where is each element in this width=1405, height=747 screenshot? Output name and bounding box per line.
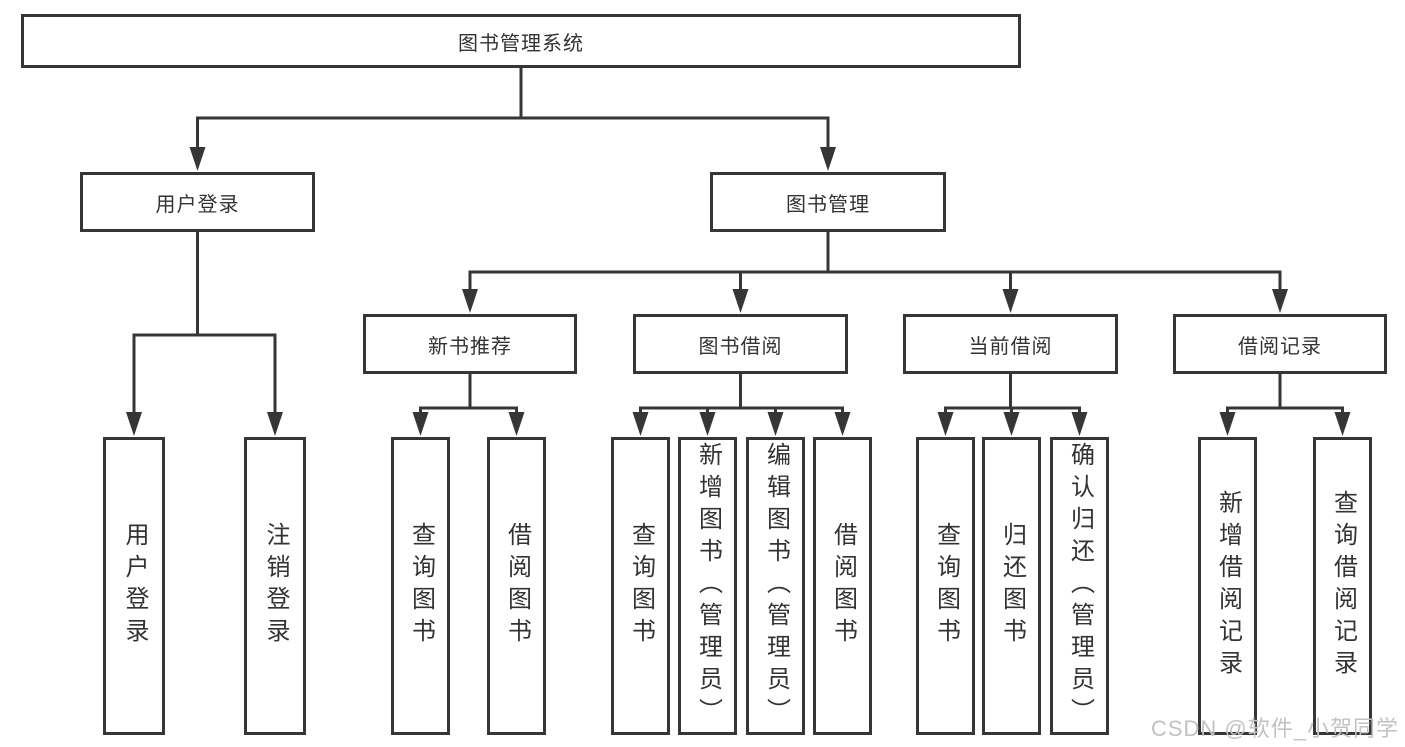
- leaf-borrow-books-recommend: 借阅图书: [487, 437, 546, 735]
- leaf-query-books-current-label: 查询图书: [932, 522, 960, 650]
- leaf-borrow-books-recommend-label: 借阅图书: [503, 522, 531, 650]
- node-root-label: 图书管理系统: [458, 32, 584, 55]
- leaf-query-books-borrowing-label: 查询图书: [627, 522, 655, 650]
- leaf-logout: 注销登录: [244, 437, 306, 735]
- leaf-query-books-recommend: 查询图书: [391, 437, 450, 735]
- node-current-borrowing: 当前借阅: [903, 314, 1118, 374]
- leaf-logout-label: 注销登录: [262, 522, 289, 650]
- leaf-confirm-return-admin-label: 确认归还（管理员）: [1066, 442, 1094, 730]
- node-root-system: 图书管理系统: [21, 14, 1021, 68]
- leaf-user-login-label: 用户登录: [121, 522, 148, 650]
- leaf-query-books-current: 查询图书: [916, 437, 975, 735]
- leaf-return-books: 归还图书: [982, 437, 1041, 735]
- node-book-borrowing-label: 图书借阅: [698, 335, 783, 358]
- csdn-watermark: CSDN @软件_小贺同学: [1150, 716, 1399, 741]
- node-book-borrowing: 图书借阅: [633, 314, 848, 374]
- leaf-confirm-return-admin: 确认归还（管理员）: [1050, 437, 1109, 735]
- node-current-borrowing-label: 当前借阅: [968, 335, 1053, 358]
- leaf-add-books-admin-label: 新增图书（管理员）: [694, 442, 722, 730]
- node-book-management-label: 图书管理: [786, 193, 870, 216]
- node-user-login-label: 用户登录: [155, 193, 240, 216]
- node-user-login: 用户登录: [80, 172, 315, 232]
- leaf-add-books-admin: 新增图书（管理员）: [678, 437, 737, 735]
- node-new-book-recommend-label: 新书推荐: [428, 335, 512, 358]
- leaf-edit-books-admin: 编辑图书（管理员）: [746, 437, 805, 735]
- leaf-borrow-books-label: 借阅图书: [829, 522, 857, 650]
- node-new-book-recommend: 新书推荐: [363, 314, 577, 374]
- leaf-return-books-label: 归还图书: [998, 522, 1026, 650]
- leaf-query-borrow-record-label: 查询借阅记录: [1329, 490, 1357, 682]
- leaf-query-books-recommend-label: 查询图书: [407, 522, 435, 650]
- node-book-management: 图书管理: [710, 172, 946, 232]
- node-borrowing-records: 借阅记录: [1173, 314, 1387, 374]
- leaf-edit-books-admin-label: 编辑图书（管理员）: [762, 442, 790, 730]
- leaf-add-borrow-record-label: 新增借阅记录: [1214, 490, 1242, 682]
- leaf-user-login: 用户登录: [103, 437, 165, 735]
- leaf-query-borrow-record: 查询借阅记录: [1313, 437, 1372, 735]
- leaf-borrow-books: 借阅图书: [813, 437, 872, 735]
- leaf-query-books-borrowing: 查询图书: [611, 437, 670, 735]
- leaf-add-borrow-record: 新增借阅记录: [1198, 437, 1257, 735]
- node-borrowing-records-label: 借阅记录: [1238, 335, 1322, 358]
